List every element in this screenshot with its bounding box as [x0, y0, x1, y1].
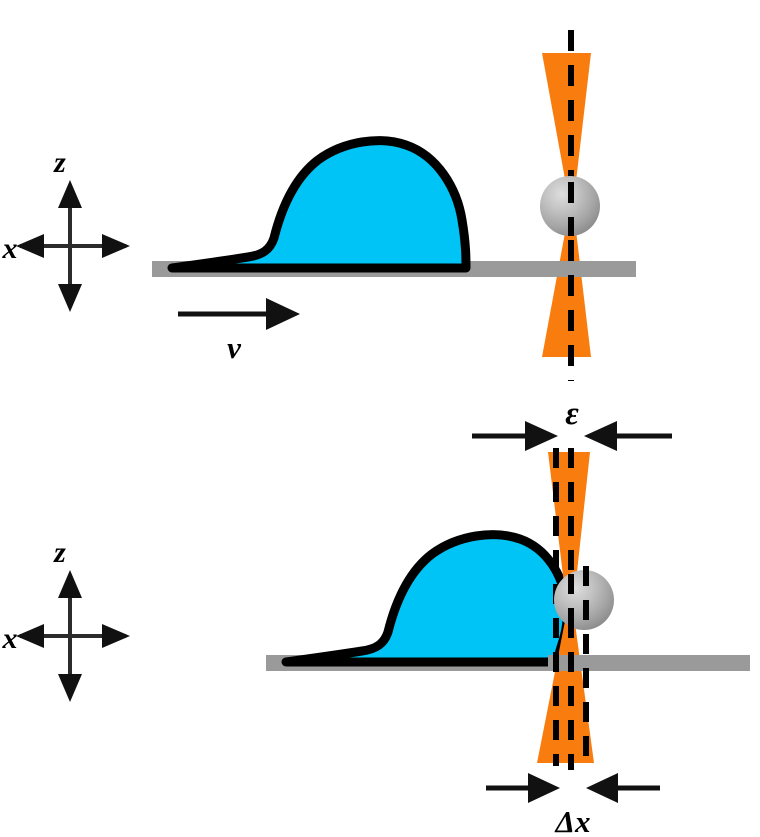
- coordinate-axes-top: z x: [2, 146, 130, 312]
- velocity-arrow-head: [266, 298, 300, 330]
- x-axis-label: x: [2, 622, 18, 655]
- z-axis-label: z: [53, 536, 66, 569]
- droplet-top: [167, 136, 471, 273]
- velocity-label: v: [227, 330, 242, 365]
- velocity-arrow-top: v: [178, 298, 300, 365]
- z-axis-up-arrowhead: [58, 180, 82, 208]
- x-axis-label: x: [2, 232, 18, 265]
- substrate-top-overlay: [530, 261, 636, 277]
- panel-before-contact: z x v: [2, 30, 636, 381]
- z-axis-down-arrowhead: [58, 674, 82, 702]
- delta-x-measure: Δx: [486, 773, 660, 837]
- z-axis-down-arrowhead: [58, 284, 82, 312]
- substrate-bottom-overlay: [548, 655, 750, 671]
- epsilon-label: ε: [565, 396, 579, 432]
- epsilon-left-arrowhead: [525, 421, 558, 451]
- laser-beam-top: [542, 53, 591, 357]
- delta-x-label: Δx: [554, 804, 591, 837]
- x-axis-left-arrowhead: [16, 234, 44, 258]
- delta-x-right-arrowhead: [586, 773, 618, 803]
- panel-during-contact: z x ε: [2, 396, 750, 837]
- z-axis-label: z: [53, 146, 66, 179]
- z-axis-up-arrowhead: [58, 570, 82, 598]
- delta-x-left-arrowhead: [528, 773, 560, 803]
- laser-beam-lower-cone: [542, 222, 591, 357]
- x-axis-right-arrowhead: [102, 624, 130, 648]
- epsilon-right-arrowhead: [584, 421, 617, 451]
- laser-beam-lower-cone: [537, 616, 594, 763]
- x-axis-right-arrowhead: [102, 234, 130, 258]
- x-axis-left-arrowhead: [16, 624, 44, 648]
- laser-beam-upper-cone: [542, 53, 591, 190]
- epsilon-measure: ε: [472, 396, 672, 451]
- coordinate-axes-bottom: z x: [2, 536, 130, 702]
- trapped-sphere-top: [540, 176, 600, 236]
